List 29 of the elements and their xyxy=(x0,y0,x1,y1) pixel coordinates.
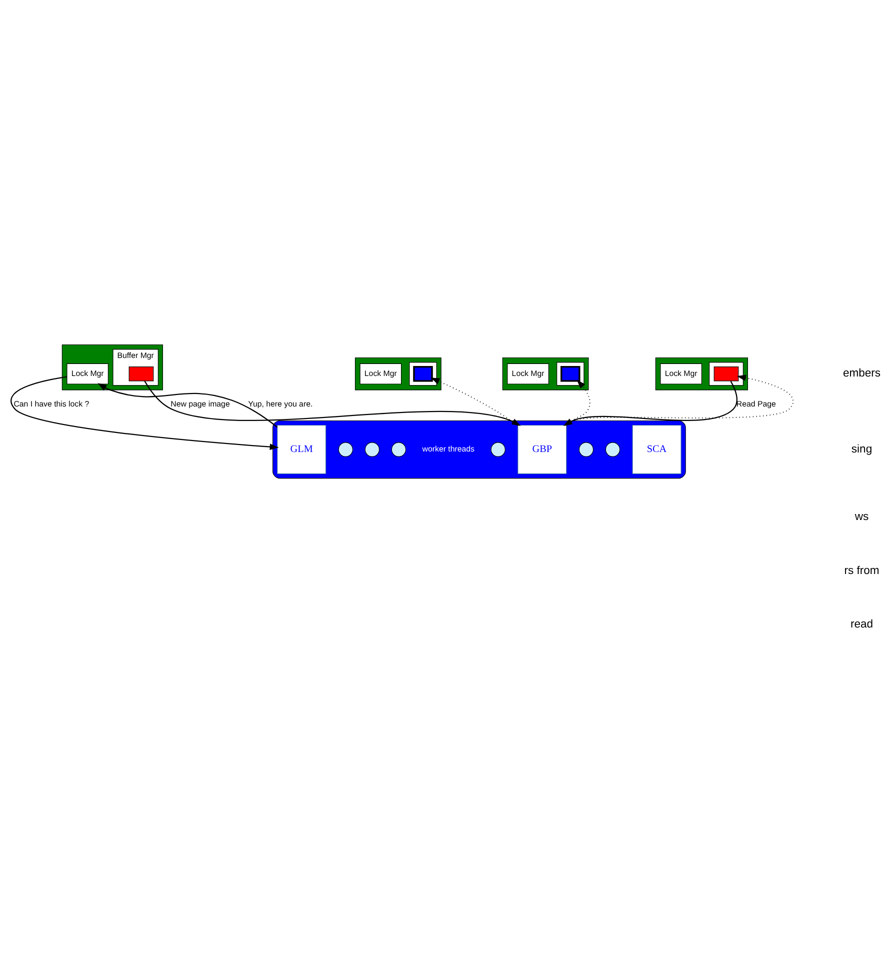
node-circle xyxy=(391,442,406,456)
node-circle xyxy=(364,442,380,456)
node-circle xyxy=(338,442,353,456)
label: embers xyxy=(842,367,881,380)
cluster xyxy=(556,362,584,386)
label: rs from xyxy=(844,564,880,576)
node-box: SCA xyxy=(632,424,682,474)
arrow xyxy=(563,380,738,426)
node-circle xyxy=(490,442,506,456)
arrow xyxy=(144,380,521,426)
arrow xyxy=(566,379,590,426)
node-box: GLM xyxy=(277,424,326,474)
label: ws xyxy=(854,510,869,523)
node-box xyxy=(714,366,739,381)
label: sing xyxy=(851,442,872,455)
node-box xyxy=(560,365,580,382)
arrow xyxy=(98,382,278,428)
arrow xyxy=(10,376,279,450)
label: read xyxy=(850,618,874,630)
node-circle xyxy=(605,442,620,456)
arrow xyxy=(430,377,518,426)
node-circle xyxy=(578,442,594,456)
arrow xyxy=(564,374,794,426)
node-box xyxy=(413,365,433,382)
cluster xyxy=(409,362,437,386)
node-box xyxy=(128,366,154,381)
node-box: GBP xyxy=(518,424,567,474)
cluster xyxy=(272,420,686,478)
cluster xyxy=(709,362,744,386)
